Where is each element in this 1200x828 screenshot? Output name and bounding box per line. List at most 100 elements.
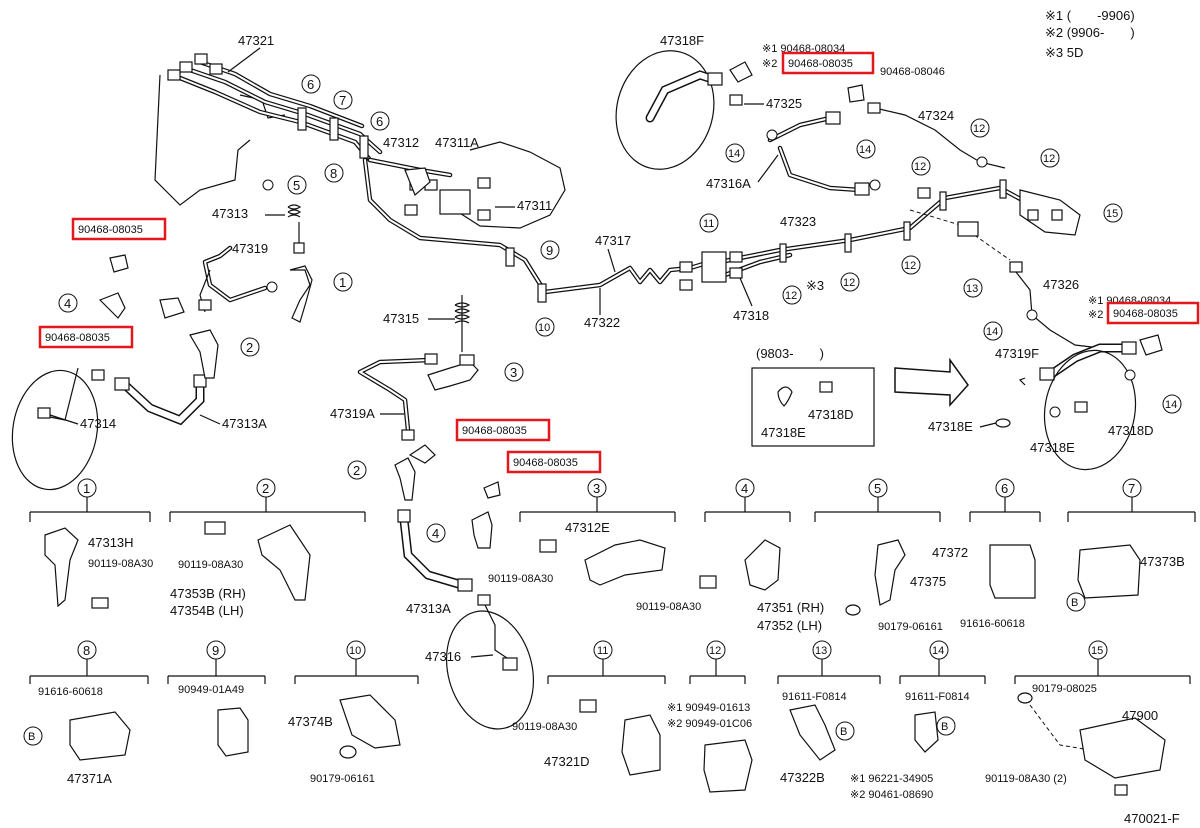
callout-11[interactable]: 11 [699,213,719,233]
note-mark-3: ※3 [806,278,824,293]
highlight-90468-08035-a[interactable]: 90468-08035 [78,224,143,236]
svg-text:B: B [1071,597,1078,609]
part-91616-60618-d8: 91616-60618 [38,686,103,698]
svg-text:3: 3 [510,365,517,380]
highlight-90468-08035-c[interactable]: 90468-08035 [462,425,527,437]
callout-3[interactable]: 3 [504,362,524,382]
svg-text:8: 8 [330,166,337,181]
notes-legend: ※1 ( -9906) ※2 (9906- ) ※3 5D [1045,8,1135,60]
part-labels: 47321 47318F 47325 47324 47312 47311A 47… [49,33,1180,826]
tube-nut [194,53,208,65]
svg-text:12: 12 [785,290,797,302]
svg-text:B: B [941,721,948,733]
callout-9[interactable]: 9 [540,240,560,260]
label-47313: 47313 [212,206,248,221]
svg-text:10: 10 [538,322,550,334]
callout-1[interactable]: 1 [333,272,353,292]
part-47900: 47900 [1122,708,1158,723]
label-47319F: 47319F [995,346,1039,361]
callout-14b[interactable]: 14 [856,139,876,159]
svg-text:1: 1 [339,275,346,290]
left-front-brake [11,254,219,491]
svg-text:7: 7 [339,93,346,108]
variant-box-9803 [751,367,875,447]
bracket-3 [427,361,479,391]
detail-2: 2 90119-08A30 47353B (RH) 47354B (LH) [169,478,366,618]
callout-12a[interactable]: 12 [782,285,802,305]
highlight-90468-08035-e[interactable]: 90468-08035 [788,58,853,70]
svg-text:14: 14 [859,144,871,156]
part-47375: 47375 [910,574,946,589]
part-90119-08A30-d11: 90119-08A30 [512,721,577,733]
svg-text:12: 12 [914,161,926,173]
highlight-90468-08035-d[interactable]: 90468-08035 [513,457,578,469]
callout-8[interactable]: 8 [324,163,344,183]
svg-text:2: 2 [353,463,360,478]
load-sensing-valve [1079,717,1166,779]
callout-6a[interactable]: 6 [301,74,321,94]
callout-10[interactable]: 10 [535,317,555,337]
part-47321D: 47321D [544,754,590,769]
svg-text:12: 12 [843,277,855,289]
label-47318D: 47318D [808,407,854,422]
svg-text:8: 8 [83,643,90,658]
callout-12d[interactable]: 12 [911,156,931,176]
callout-5[interactable]: 5 [287,175,307,195]
svg-text:12: 12 [709,645,721,657]
svg-text:12: 12 [904,260,916,272]
valve-15 [1019,189,1081,236]
part-90119-08A30: 90119-08A30 [88,558,153,570]
part-47312E: 47312E [565,520,610,535]
callout-2b[interactable]: 2 [347,460,367,480]
proportioning-valve [439,189,471,215]
callout-12c[interactable]: 12 [901,255,921,275]
callout-7[interactable]: 7 [333,90,353,110]
callout-13[interactable]: 13 [963,278,983,298]
label-47326: 47326 [1043,277,1079,292]
callout-15[interactable]: 15 [1103,203,1123,223]
callout-4b[interactable]: 4 [426,523,446,543]
detail-4: 4 90119-08A30 47351 (RH) 47352 (LH) [636,478,824,633]
detail-3: 3 47312E 90119-08A30 [488,478,676,586]
part-47374B: 47374B [288,714,333,729]
label-90468-08046: 90468-08046 [880,66,945,78]
svg-text:5: 5 [293,178,300,193]
label-47324: 47324 [918,108,954,123]
highlight-90468-08035-b[interactable]: 90468-08035 [45,332,110,344]
svg-text:14: 14 [728,148,740,160]
svg-text:4: 4 [64,296,71,311]
callout-12e[interactable]: 12 [970,118,990,138]
note-3: ※3 5D [1045,45,1083,60]
figure-code: 470021-F [1124,811,1180,826]
callout-14a[interactable]: 14 [725,143,745,163]
svg-text:9: 9 [212,643,219,658]
detail-9: 9 90949-01A49 [167,640,266,757]
label-47322: 47322 [584,315,620,330]
note-2: ※2 (9906- ) [1045,25,1135,40]
detail-15: 15 90179-08025 47900 90119-08A30 (2) [985,640,1191,796]
bracket-1 [289,265,313,323]
label-47311A: 47311A [435,135,479,150]
part-47371A: 47371A [67,771,112,786]
detail-14: 14 91611-F0814 B ※1 96221-34905 ※2 90461… [850,640,986,801]
detail-11: 11 90119-08A30 ※1 90949-01613 ※2 90949-0… [512,640,752,776]
callout-14c[interactable]: 14 [983,321,1003,341]
callout-12b[interactable]: 12 [840,272,860,292]
part-47352: 47352 (LH) [757,618,822,633]
part-96221-34905: ※1 96221-34905 [850,773,933,785]
clip [109,254,129,273]
detail-5: 5 47375 90179-06161 [814,478,946,633]
callout-4[interactable]: 4 [58,293,78,313]
callout-2[interactable]: 2 [240,337,260,357]
callout-14d[interactable]: 14 [1162,394,1182,414]
svg-text:4: 4 [741,481,748,496]
label-47311: 47311 [517,198,552,213]
label-note1-b: ※1 90468-08034 [1088,295,1171,307]
callout-12f[interactable]: 12 [1040,148,1060,168]
label-47316A: 47316A [706,176,751,191]
callout-6b[interactable]: 6 [370,111,390,131]
highlight-90468-08035-f[interactable]: 90468-08035 [1113,308,1178,320]
svg-text:6: 6 [376,114,383,129]
label-47318E-rear: 47318E [928,419,973,434]
